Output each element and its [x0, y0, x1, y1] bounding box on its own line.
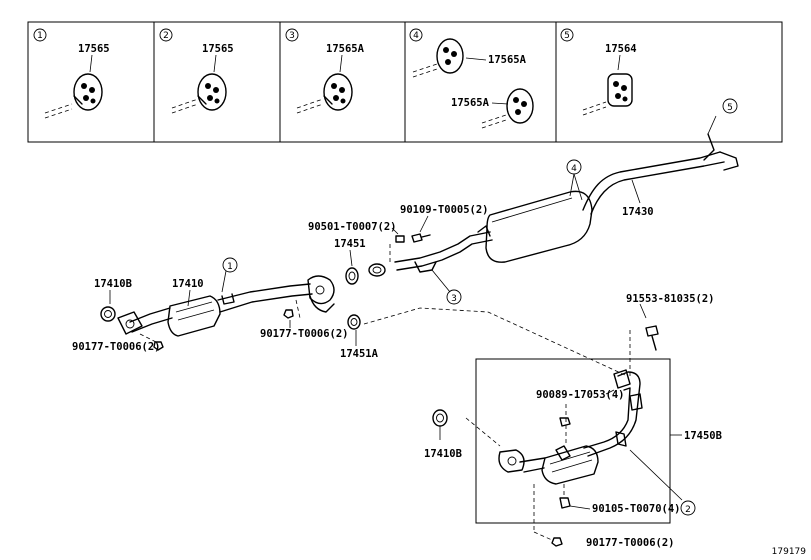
part-label-91553: 91553-81035(2) [626, 293, 715, 305]
nut-90177-bottom: 90177-T0006(2) [533, 484, 675, 549]
gasket-17451A: 17451A [340, 307, 626, 376]
bolt-91553: 91553-81035(2) [626, 293, 715, 378]
tail-pipe-17430: 5 17430 4 [566, 98, 739, 218]
part-label: 17565A [326, 43, 365, 55]
part-label-90109: 90109-T0005(2) [400, 204, 489, 216]
part-label-90089: 90089-17053(4) [536, 389, 625, 401]
part-label-17451: 17451 [334, 238, 366, 250]
inset-number: 4 [413, 31, 419, 41]
hanger-insulator-icon [436, 38, 464, 74]
gasket-17410B-bottom: 17410B [424, 409, 501, 460]
part-label: 17565 [202, 43, 234, 55]
part-label: 17565 [78, 43, 110, 55]
inset-2: 2 17565 [159, 28, 234, 114]
bolt-90105: 90105-T0070(4) [559, 484, 681, 515]
inset-row: 1 17565 2 17565 3 [27, 21, 783, 143]
inset-number: 5 [564, 31, 570, 41]
inset-4: 4 17565A 17565A [409, 28, 534, 129]
part-label: 17565A [488, 54, 527, 66]
bolts-90501: 90501-T0007(2) [308, 221, 405, 262]
part-label-90177-bottom: 90177-T0006(2) [586, 537, 675, 549]
hanger-insulator-icon [197, 73, 227, 111]
inset-5: 5 17564 [560, 28, 637, 116]
callout-2: 2 [685, 505, 691, 515]
hanger-insulator-icon [607, 73, 633, 107]
inset-number: 1 [37, 31, 43, 41]
callout-3: 3 [451, 294, 457, 304]
figure-reference-number: 179179 [772, 547, 807, 557]
part-label-90105: 90105-T0070(4) [592, 503, 681, 515]
part-label: 17565A [451, 97, 490, 109]
inset-1: 1 17565 [33, 28, 110, 119]
part-label-90177-mid: 90177-T0006(2) [260, 328, 349, 340]
part-label-90177-left: 90177-T0006(2) [72, 341, 161, 353]
part-label-17410: 17410 [172, 278, 204, 290]
front-pipe-17410: 1 17410 [117, 257, 335, 337]
part-label-17450B: 17450B [684, 430, 722, 442]
nut-90089: 90089-17053(4) [536, 389, 625, 446]
part-label-17451A: 17451A [340, 348, 379, 360]
part-label-90501: 90501-T0007(2) [308, 221, 397, 233]
part-label-17410B-top: 17410B [94, 278, 132, 290]
bolts-90109: 90109-T0005(2) [400, 204, 489, 243]
muffler: 3 [368, 190, 593, 305]
gasket-17451: 17451 [334, 238, 366, 285]
inset-3: 3 17565A [285, 28, 365, 114]
inset-number: 3 [289, 31, 295, 41]
hanger-insulator-icon [73, 73, 103, 111]
assembly-17450B: 17450B 91553-81035(2) 90089-17053(4) [475, 293, 722, 524]
callout-1: 1 [227, 262, 233, 272]
part-label-17430: 17430 [622, 206, 654, 218]
part-label: 17564 [605, 43, 637, 55]
assembly-frame [475, 358, 671, 524]
inset-number: 2 [163, 31, 169, 41]
callout-4: 4 [571, 164, 577, 174]
callout-5: 5 [727, 103, 733, 113]
gasket-17410B-top: 17410B [94, 278, 132, 322]
nut-90177-mid: 90177-T0006(2) [260, 299, 349, 340]
hanger-insulator-icon [506, 88, 534, 124]
nut-90177-left: 90177-T0006(2) [72, 333, 164, 353]
hanger-insulator-icon [323, 73, 353, 111]
part-label-17410B-bottom: 17410B [424, 448, 462, 460]
